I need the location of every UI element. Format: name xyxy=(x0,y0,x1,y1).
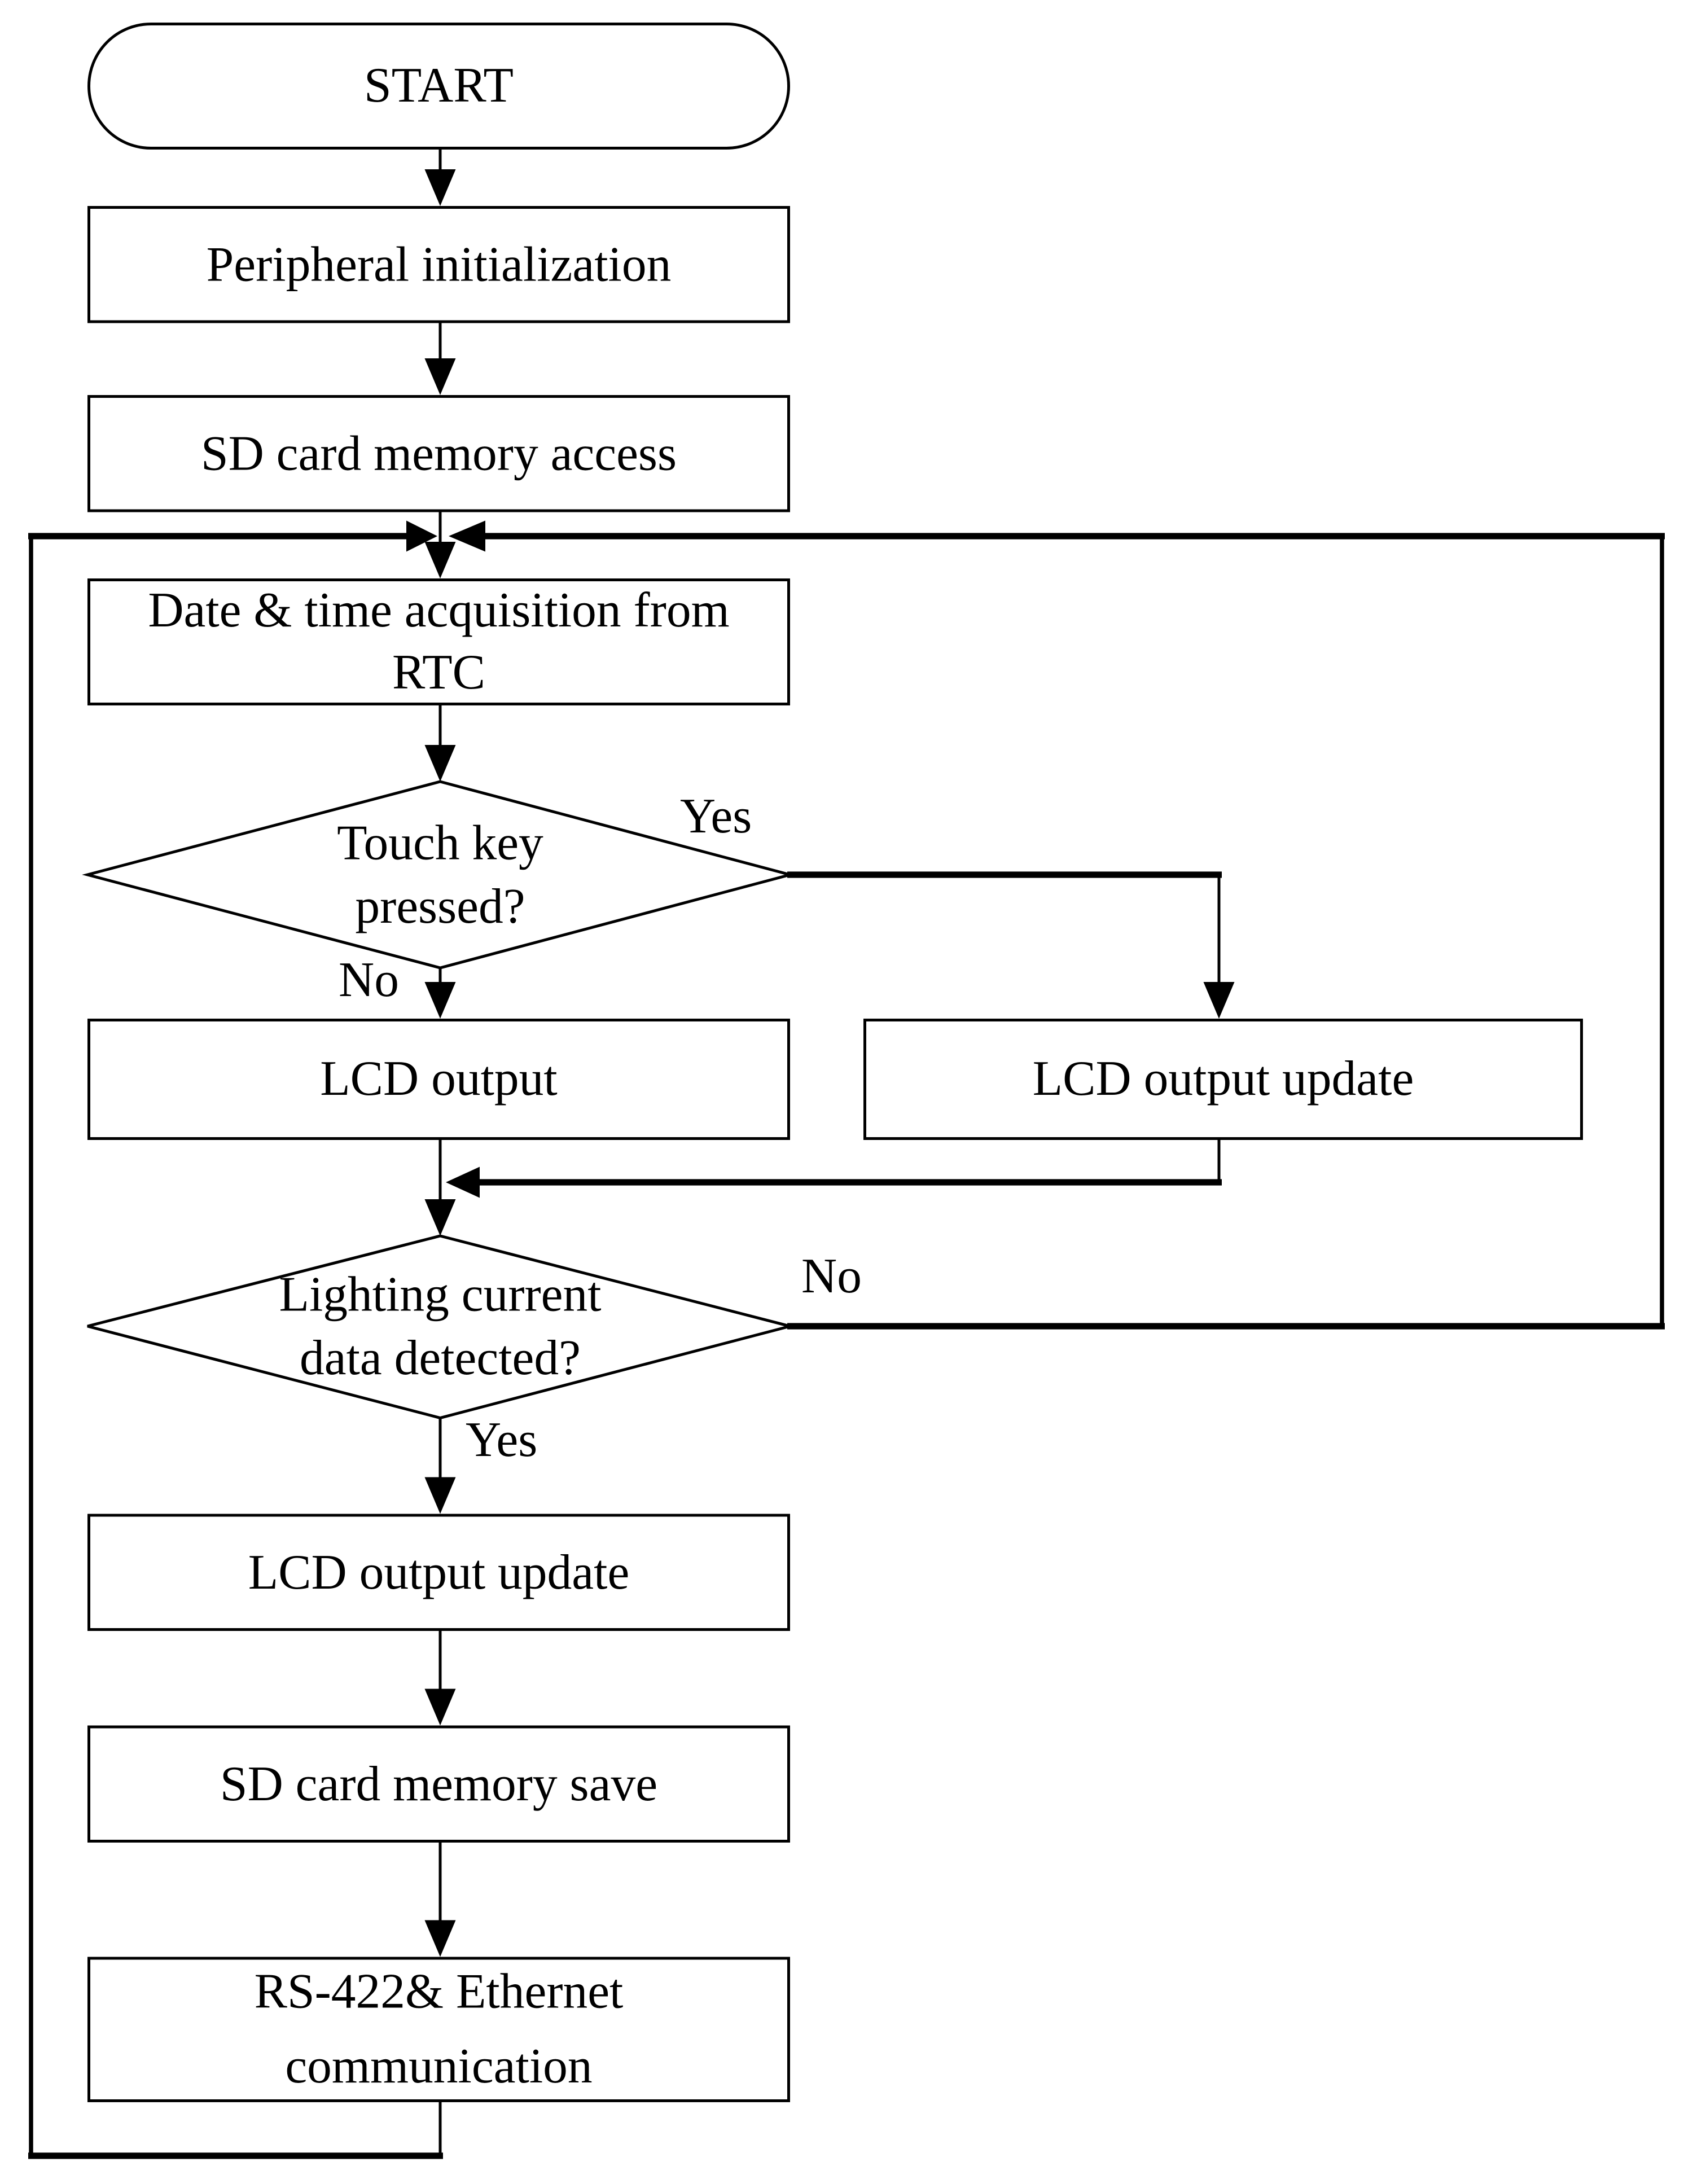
arrowhead-down-icon xyxy=(424,358,456,395)
start-label: START xyxy=(364,58,514,113)
arrowhead-down-icon xyxy=(424,982,456,1019)
edge-sd-save-to-rs422 xyxy=(424,1843,456,1957)
edge-rtc-to-touch-key xyxy=(424,705,456,782)
date-time-acquisition-node: Date & time acquisition from RTC xyxy=(87,578,790,705)
arrowhead-down-icon xyxy=(424,1199,456,1236)
peripheral-initialization-label: Peripheral initialization xyxy=(206,236,672,292)
arrowhead-down-icon xyxy=(424,542,456,578)
edge-sd-access-to-rtc xyxy=(424,512,456,578)
edge-touch-key-yes-to-lcd-update xyxy=(787,871,1235,1019)
edge-peripheral-to-sd-access xyxy=(424,323,456,395)
arrowhead-down-icon xyxy=(424,1477,456,1514)
lcd-output-update-branch-node: LCD output update xyxy=(863,1019,1583,1140)
lcd-output-update-branch-label: LCD output update xyxy=(1032,1051,1414,1107)
lcd-output-node: LCD output xyxy=(87,1019,790,1140)
lighting-yes-label: Yes xyxy=(466,1412,538,1467)
arrowhead-down-icon xyxy=(424,169,456,206)
edge-start-to-peripheral xyxy=(424,150,456,206)
touch-key-decision-label-box: Touch key pressed? xyxy=(229,799,652,951)
date-time-acquisition-label: Date & time acquisition from RTC xyxy=(148,583,730,700)
feedback-loop-right xyxy=(449,520,1665,1330)
touch-key-decision-label: Touch key pressed? xyxy=(337,814,543,934)
lighting-decision-label-box: Lighting current data detected? xyxy=(186,1247,694,1405)
start-node: START xyxy=(87,23,790,150)
feedback-loop-left xyxy=(28,520,443,2159)
arrowhead-down-icon xyxy=(424,1920,456,1957)
peripheral-initialization-node: Peripheral initialization xyxy=(87,206,790,323)
sd-card-memory-access-node: SD card memory access xyxy=(87,395,790,512)
edge-lighting-yes-to-lcd-update xyxy=(424,1418,456,1514)
lcd-output-label: LCD output xyxy=(320,1051,558,1107)
rs422-ethernet-node: RS-422& Ethernet communication xyxy=(87,1957,790,2102)
sd-card-memory-save-label: SD card memory save xyxy=(220,1756,658,1812)
arrowhead-down-icon xyxy=(1203,982,1235,1019)
arrowhead-right-icon xyxy=(406,520,437,552)
arrowhead-left-icon xyxy=(446,1166,480,1198)
edge-merge-to-lighting xyxy=(424,1140,1222,1236)
sd-card-memory-save-node: SD card memory save xyxy=(87,1725,790,1843)
lcd-output-update-main-label: LCD output update xyxy=(248,1544,630,1600)
arrowhead-down-icon xyxy=(424,745,456,782)
touch-key-yes-label: Yes xyxy=(680,788,752,844)
lcd-output-update-main-node: LCD output update xyxy=(87,1514,790,1631)
edge-lcd-update-to-sd-save xyxy=(424,1631,456,1726)
sd-card-memory-access-label: SD card memory access xyxy=(200,426,677,481)
lighting-decision-label: Lighting current data detected? xyxy=(279,1266,602,1385)
arrowhead-down-icon xyxy=(424,1689,456,1726)
edge-touch-key-no-to-lcd-output xyxy=(424,968,456,1019)
lighting-no-label: No xyxy=(801,1248,862,1304)
arrowhead-left-icon xyxy=(449,520,485,552)
rs422-ethernet-label: RS-422& Ethernet communication xyxy=(254,1964,624,2093)
touch-key-no-label: No xyxy=(339,952,399,1007)
